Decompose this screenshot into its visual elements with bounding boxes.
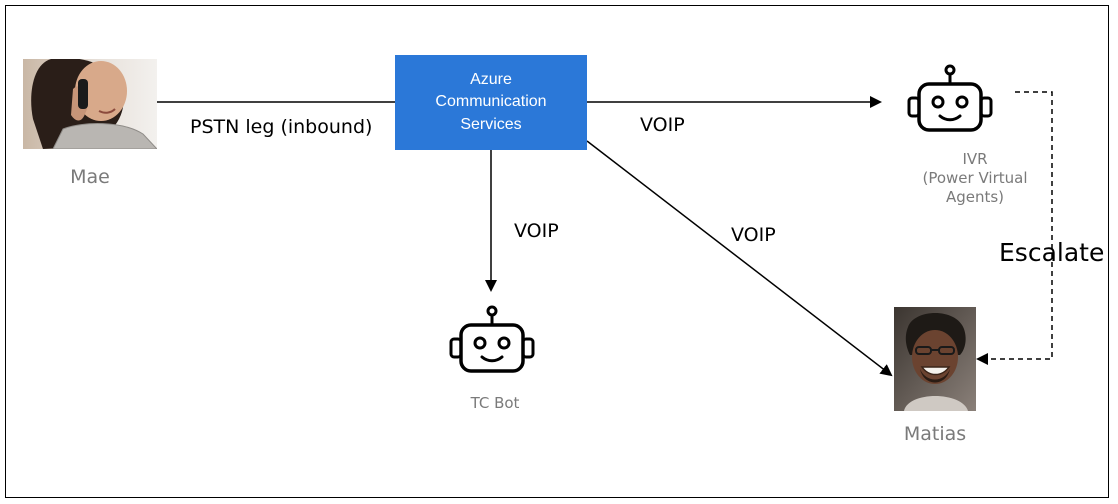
- tcbot-label: TC Bot: [470, 394, 520, 412]
- acs-label-line3: Services: [460, 115, 522, 133]
- acs-node: Azure Communication Services: [395, 55, 587, 150]
- ivr-label-line1: IVR: [962, 150, 988, 168]
- robot-icon: [448, 305, 536, 375]
- robot-icon: [906, 64, 994, 134]
- mae-photo: [23, 59, 157, 149]
- edge-label-acs-matias: VOIP: [731, 224, 776, 246]
- matias-photo: [894, 307, 976, 411]
- edge-label-pstn: PSTN leg (inbound): [190, 116, 373, 138]
- edge-label-acs-ivr: VOIP: [640, 114, 685, 136]
- ivr-label: IVR (Power Virtual Agents): [910, 150, 1040, 206]
- edge-ivr-matias: [976, 91, 1053, 365]
- acs-label-line2: Communication: [435, 93, 547, 111]
- edge-label-escalate: Escalate: [999, 238, 1105, 267]
- edge-label-acs-tcbot: VOIP: [514, 220, 559, 242]
- diagram-frame: [5, 5, 1109, 498]
- ivr-label-line3: Agents): [945, 187, 1005, 206]
- mae-label: Mae: [70, 166, 110, 188]
- ivr-label-line2: (Power Virtual: [922, 168, 1028, 187]
- acs-label-line1: Azure: [470, 70, 512, 88]
- matias-label: Matias: [903, 423, 967, 445]
- edge-acs-matias: [586, 140, 893, 377]
